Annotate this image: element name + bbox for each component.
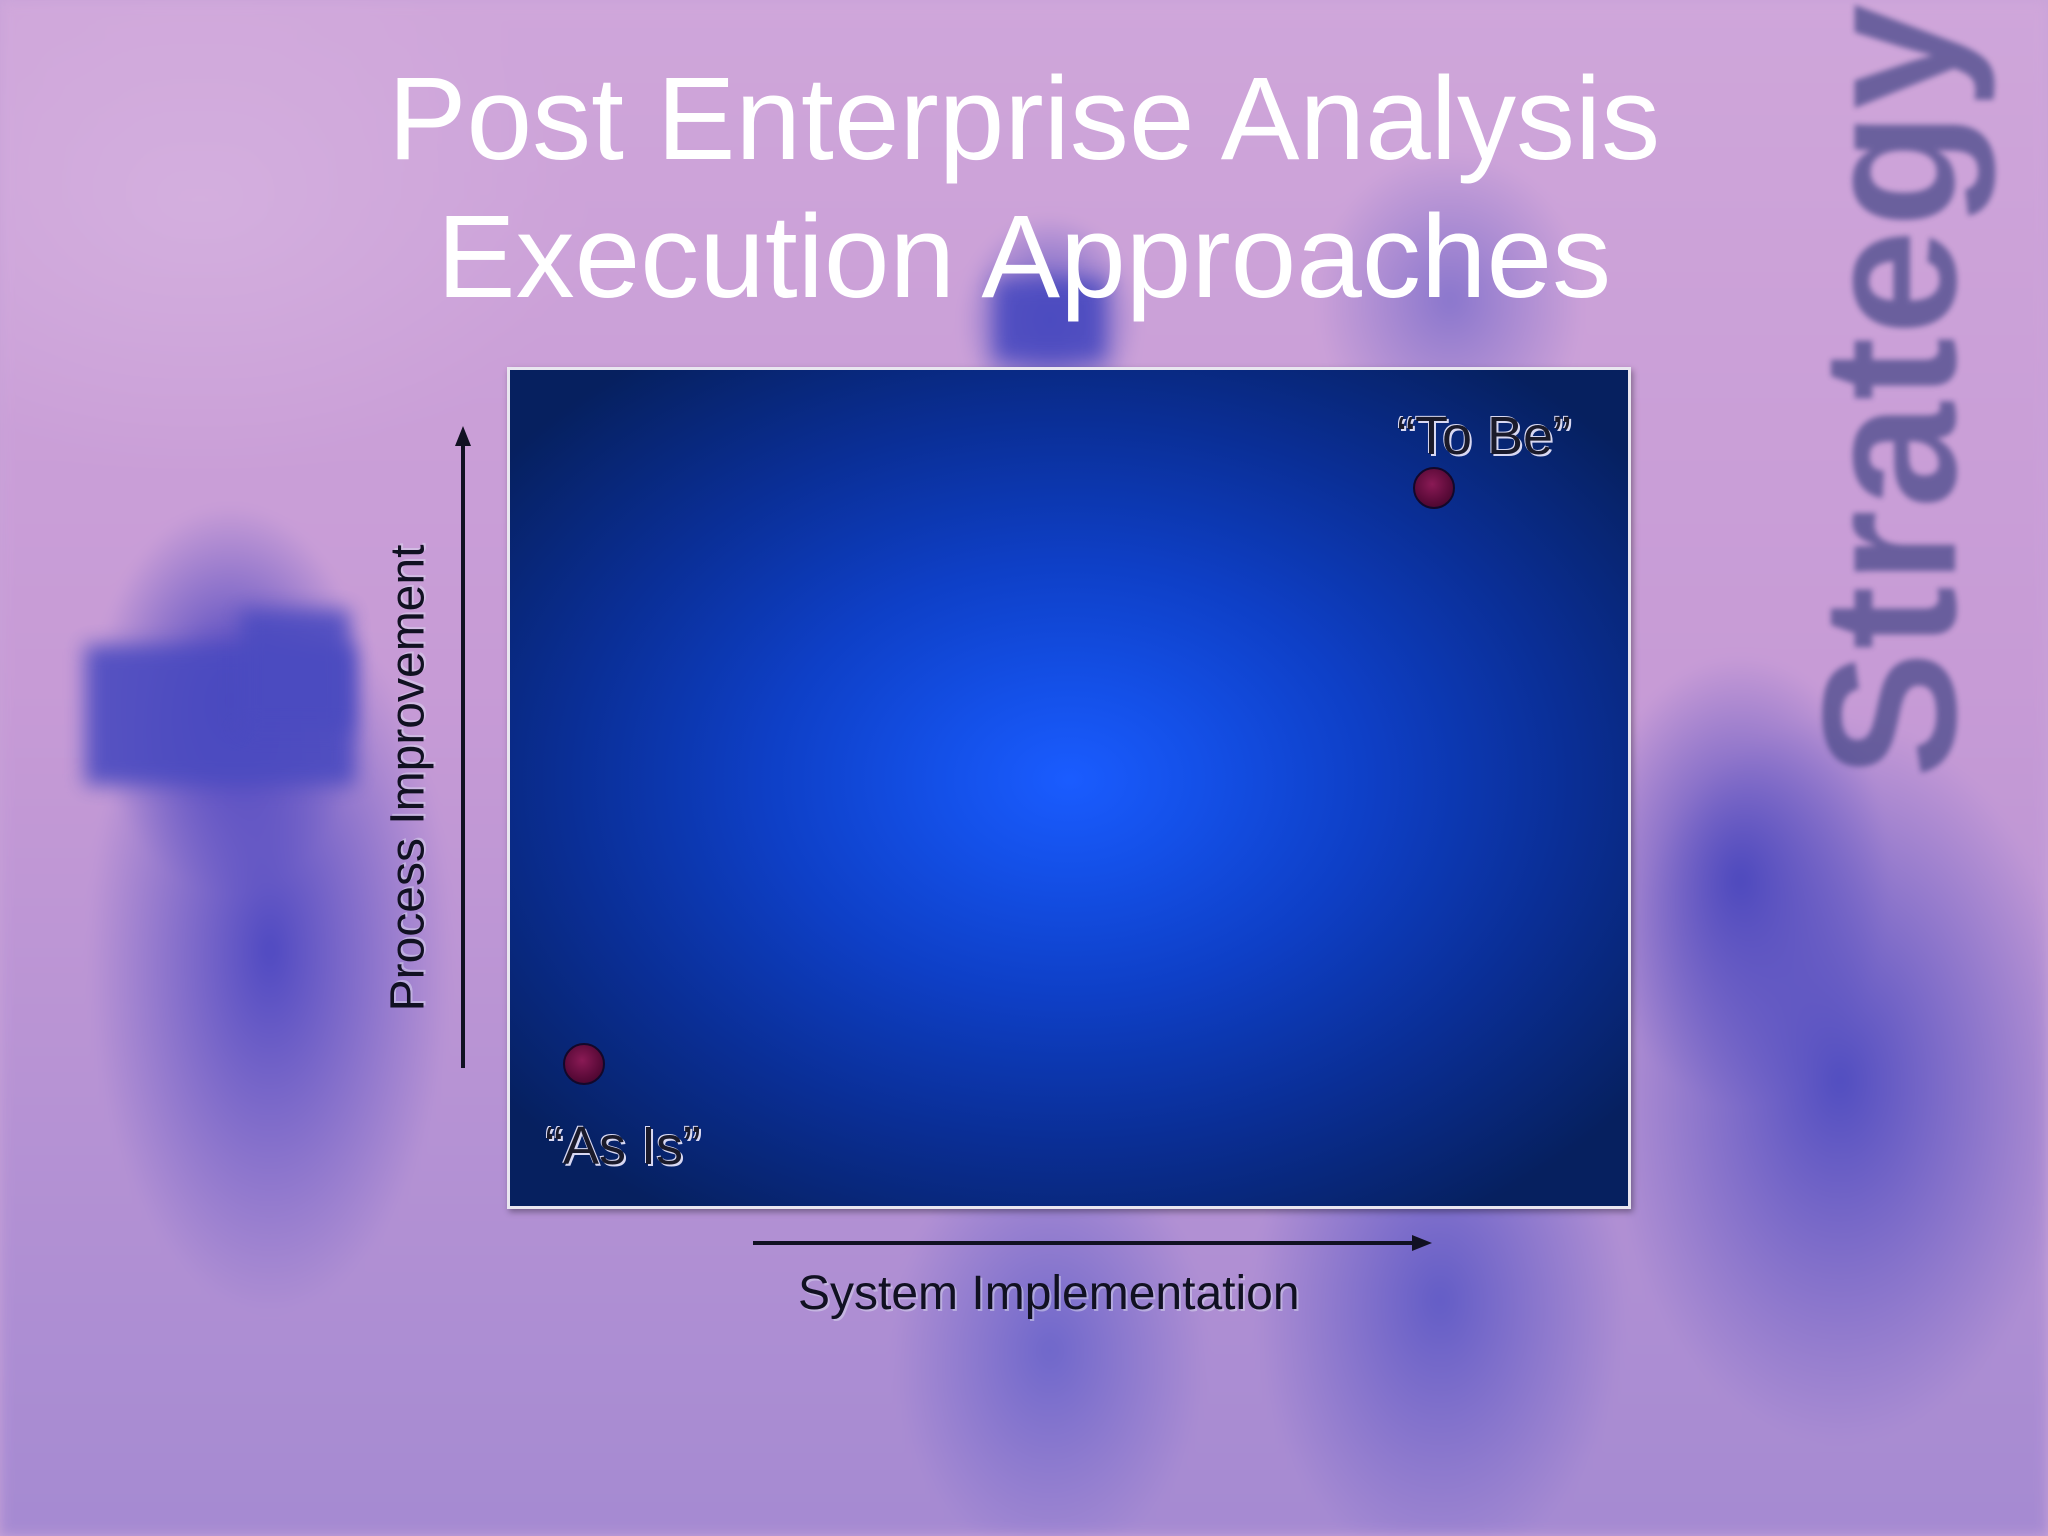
background-shape bbox=[240, 610, 350, 730]
x-axis-label: System Implementation bbox=[798, 1267, 1300, 1320]
slide-title: Post Enterprise Analysis Execution Appro… bbox=[0, 50, 2048, 326]
as-is-label: “As Is” bbox=[545, 1116, 701, 1176]
to-be-point bbox=[1413, 467, 1455, 509]
background-shape bbox=[995, 280, 1105, 360]
diagram-panel bbox=[507, 367, 1631, 1209]
y-axis-label: Process Improvement bbox=[381, 544, 435, 1012]
title-line-2: Execution Approaches bbox=[436, 191, 1612, 323]
title-line-1: Post Enterprise Analysis bbox=[387, 53, 1661, 185]
as-is-point bbox=[563, 1043, 605, 1085]
to-be-label: “To Be” bbox=[1397, 406, 1572, 466]
